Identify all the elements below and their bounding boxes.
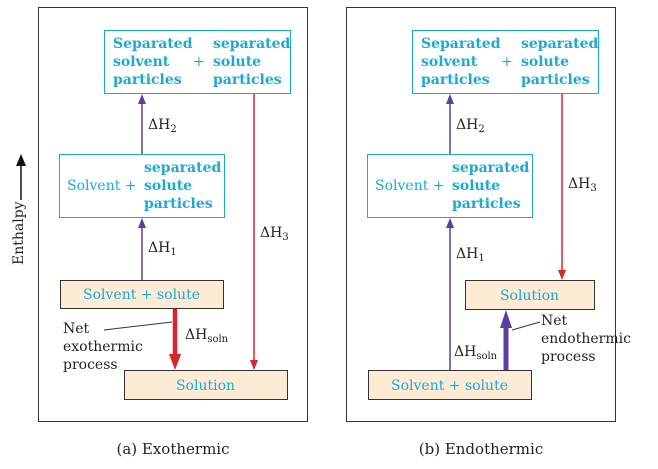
exo-solvent-separated-solute-box: Solvent + separated solute particles (59, 154, 225, 218)
endo-top-right-line3: particles (521, 72, 590, 88)
exo-mid-right-line1: separated (144, 160, 222, 176)
endo-mid-right-line3: particles (452, 196, 521, 212)
exo-dh2-arrow (138, 94, 146, 154)
endo-solvent-separated-solute-box: Solvent + separated solute particles (367, 154, 533, 218)
endo-reactants-label: Solvent + solute (391, 378, 508, 394)
endo-solution-label: Solution (499, 288, 560, 304)
exo-dh1-arrow (138, 218, 146, 280)
exo-solution-label: Solution (175, 378, 236, 394)
endo-separated-particles-box: Separated solvent particles + separated … (412, 30, 599, 94)
exothermic-caption: (a) Exothermic (116, 440, 230, 458)
endo-solution-box: Solution (465, 280, 595, 310)
exo-mid-right-line3: particles (144, 196, 213, 212)
endo-dh3-arrow (558, 94, 566, 280)
endo-solvent-solute-box: Solvent + solute (368, 370, 532, 400)
exo-top-right-line2: solute (213, 54, 262, 70)
endo-dh1-label: ΔH1 (456, 246, 485, 264)
endo-top-left-line1: Separated (421, 36, 501, 52)
exo-dh1-label: ΔH1 (148, 240, 177, 258)
exo-solvent-solute-box: Solvent + solute (60, 280, 224, 309)
exo-separated-particles-box: Separated solvent particles + separated … (104, 30, 291, 94)
exo-dhsoln-arrow (169, 309, 181, 370)
exo-net-line1: Net (63, 321, 90, 337)
exo-solution-box: Solution (124, 370, 288, 400)
exo-top-left-line1: Separated (113, 36, 193, 52)
exo-reactants-label: Solvent + solute (83, 287, 200, 303)
exo-mid-right-line2: solute (144, 178, 193, 194)
exo-mid-left: Solvent + (67, 178, 137, 194)
endo-top-right-line1: separated (521, 36, 599, 52)
endo-top-left-line3: particles (421, 72, 490, 88)
endo-net-pointer-line (511, 321, 541, 331)
endo-net-line1: Net (541, 313, 568, 329)
exo-dh3-label: ΔH3 (260, 225, 289, 243)
endo-mid-right-line1: separated (452, 160, 530, 176)
endo-top-plus: + (501, 54, 513, 70)
endo-dh3-label: ΔH3 (568, 176, 597, 194)
exo-top-right-line3: particles (213, 72, 282, 88)
endo-mid-right-line2: solute (452, 178, 501, 194)
endo-dhsoln-arrow (500, 310, 512, 370)
endo-dh2-arrow (446, 94, 454, 154)
endothermic-caption: (b) Endothermic (418, 440, 544, 458)
endo-top-right-line2: solute (521, 54, 570, 70)
exo-top-plus: + (193, 54, 205, 70)
endo-dhsoln-label: ΔHsoln (454, 344, 498, 362)
exo-top-left-line2: solvent (113, 54, 170, 70)
endo-dh2-label: ΔH2 (456, 117, 485, 135)
endo-net-line3: process (541, 349, 596, 365)
exo-net-pointer-line (103, 321, 173, 331)
exo-net-line3: process (63, 357, 118, 373)
exo-dhsoln-label: ΔHsoln (185, 327, 229, 345)
exo-dh3-arrow (250, 94, 258, 370)
exo-top-right-line1: separated (213, 36, 291, 52)
endo-net-line2: endothermic (541, 331, 631, 347)
endo-dh1-arrow (446, 218, 454, 370)
exo-top-left-line3: particles (113, 72, 182, 88)
exo-dh2-label: ΔH2 (148, 117, 177, 135)
exo-net-line2: exothermic (63, 339, 143, 355)
endo-mid-left: Solvent + (375, 178, 445, 194)
endo-top-left-line2: solvent (421, 54, 478, 70)
